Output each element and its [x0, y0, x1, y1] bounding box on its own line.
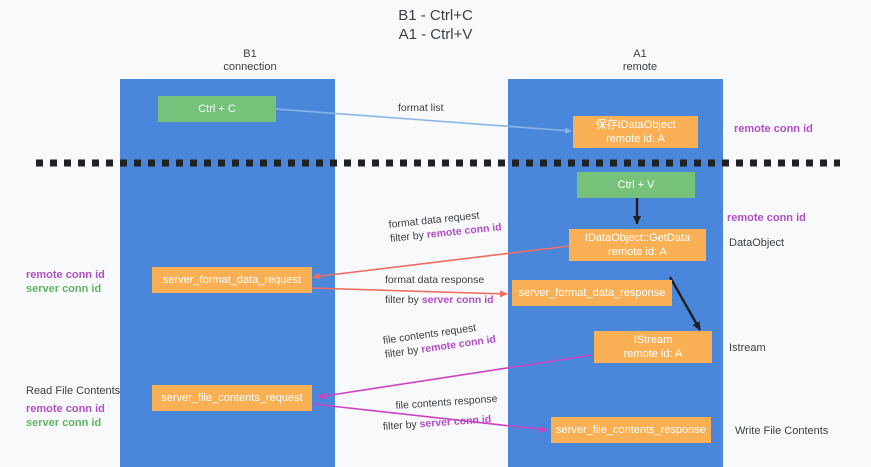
label-left-remote-conn-id-1: remote conn id: [26, 269, 105, 281]
box-save-idataobject-line-1: 保存IDataObject: [595, 119, 676, 131]
label-right-istream: Istream: [729, 342, 766, 354]
box-ctrl-c-label: Ctrl + C: [198, 103, 236, 115]
label-left-server-conn-id-2: server conn id: [26, 417, 102, 429]
box-idataobject-getdata-line-1: IDataObject::GetData: [584, 232, 691, 244]
label-left-server-conn-id-1: server conn id: [26, 283, 102, 295]
edge-label-format-data-response-filter-key: server conn id: [421, 294, 494, 306]
box-server-file-contents-request-label: server_file_contents_request: [161, 392, 303, 404]
edge-label-format-data-response: format data response filter by server co…: [385, 273, 494, 307]
edge-label-file-contents-response-line-2: filter by server conn id: [382, 412, 499, 434]
box-ctrl-v[interactable]: Ctrl + V: [577, 172, 695, 198]
box-server-file-contents-request[interactable]: server_file_contents_request: [152, 385, 312, 411]
edge-label-file-contents-request-filter-prefix: filter by: [384, 343, 423, 361]
lane-header-a1-name: A1: [633, 48, 647, 60]
diagram-title-line-1: B1 - Ctrl+C: [398, 7, 473, 24]
label-left-remote-conn-id-2: remote conn id: [26, 403, 105, 415]
edge-label-file-contents-response-filter-prefix: filter by: [382, 418, 421, 433]
edge-label-file-contents-response: file contents response filter by server …: [382, 392, 499, 433]
lane-header-b1-name: B1: [243, 48, 257, 60]
lane-header-a1: A1 remote: [540, 48, 740, 74]
box-ctrl-c[interactable]: Ctrl + C: [158, 96, 276, 122]
edge-label-format-data-request: format data request filter by remote con…: [388, 206, 502, 246]
edge-label-format-data-response-line-2: filter by server conn id: [385, 293, 494, 307]
box-server-file-contents-response-label: server_file_contents_response: [556, 424, 706, 436]
lane-header-b1-sub: connection: [223, 61, 277, 73]
diagram-title-line-2: A1 - Ctrl+V: [398, 26, 473, 43]
box-idataobject-getdata-line-2: remote id: A: [608, 246, 667, 258]
edge-label-file-contents-response-filter-key: server conn id: [419, 413, 492, 431]
box-save-idataobject-line-2: remote id: A: [606, 133, 665, 145]
label-right-dataobject: DataObject: [729, 237, 785, 249]
label-right-remote-conn-id-2: remote conn id: [727, 212, 806, 224]
box-server-format-data-response-label: server_format_data_response: [518, 287, 666, 299]
edge-label-format-data-response-filter-prefix: filter by: [385, 294, 422, 306]
box-istream-line-2: remote id: A: [623, 348, 683, 360]
box-server-format-data-request[interactable]: server_format_data_request: [152, 267, 312, 293]
label-right-remote-conn-id-1: remote conn id: [734, 123, 813, 135]
edge-label-format-data-response-line-1: format data response: [385, 274, 485, 286]
box-server-format-data-request-label: server_format_data_request: [162, 274, 302, 286]
lane-header-a1-sub: remote: [622, 61, 658, 73]
label-left-read-file-contents: Read File Contents: [26, 385, 121, 397]
label-right-write-file-contents: Write File Contents: [735, 425, 829, 437]
edge-label-format-data-request-filter-prefix: filter by: [389, 229, 428, 245]
edge-label-format-list: format list: [398, 102, 444, 114]
lane-header-b1: B1 connection: [150, 48, 350, 74]
box-ctrl-v-label: Ctrl + V: [617, 179, 655, 191]
box-idataobject-getdata[interactable]: IDataObject::GetData remote id: A: [569, 229, 706, 261]
edge-label-file-contents-response-line-1: file contents response: [395, 392, 498, 412]
box-server-format-data-response[interactable]: server_format_data_response: [512, 280, 672, 306]
box-istream-line-1: IStream: [633, 334, 673, 346]
box-save-idataobject[interactable]: 保存IDataObject remote id: A: [573, 116, 698, 148]
diagram-title: B1 - Ctrl+C A1 - Ctrl+V: [0, 6, 871, 44]
box-server-file-contents-response[interactable]: server_file_contents_response: [551, 417, 711, 443]
box-istream[interactable]: IStream remote id: A: [594, 331, 712, 363]
edge-label-file-contents-request: file contents request filter by remote c…: [382, 318, 497, 361]
